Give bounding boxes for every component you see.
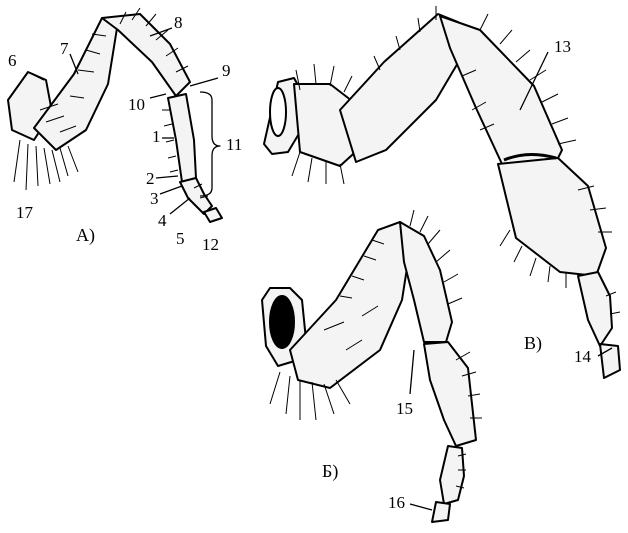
leg-b-basitarsus [424,342,476,446]
leg-b-socket [270,296,294,348]
bracket-11 [200,92,220,196]
leg-a-claw [204,208,222,222]
label-6: 6 [8,52,17,69]
leg-a [8,8,222,222]
leader-3 [160,186,182,194]
leader-9 [190,78,218,86]
label-1: 1 [152,128,161,145]
leg-v-tarsus [578,272,612,346]
label-16: 16 [388,494,405,511]
leg-v-tibia [440,16,562,164]
leg-b-tarsus [440,446,464,504]
label-13: 13 [554,38,571,55]
leg-v-socket [270,88,286,136]
label-7: 7 [60,40,69,57]
label-10: 10 [128,96,145,113]
leg-b-claw [432,502,450,522]
label-12: 12 [202,236,219,253]
leader-15 [410,350,414,394]
panel-label-b: Б) [322,462,338,480]
leader-7 [70,54,78,74]
panel-label-v: В) [524,334,542,352]
label-17: 17 [16,204,33,221]
leg-b-femur [290,222,412,388]
label-9: 9 [222,62,231,79]
label-15: 15 [396,400,413,417]
leader-2 [156,176,178,178]
label-8: 8 [174,14,183,31]
leader-10 [150,94,166,98]
label-2: 2 [146,170,155,187]
label-4: 4 [158,212,167,229]
label-11: 11 [226,136,242,153]
label-3: 3 [150,190,159,207]
leg-b [262,210,482,522]
leader-16 [410,504,432,510]
label-14: 14 [574,348,591,365]
leg-v-basitarsus [498,158,606,276]
label-5: 5 [176,230,185,247]
leader-4 [170,198,190,214]
panel-label-a: А) [76,226,95,244]
leg-v-femur [340,14,462,162]
